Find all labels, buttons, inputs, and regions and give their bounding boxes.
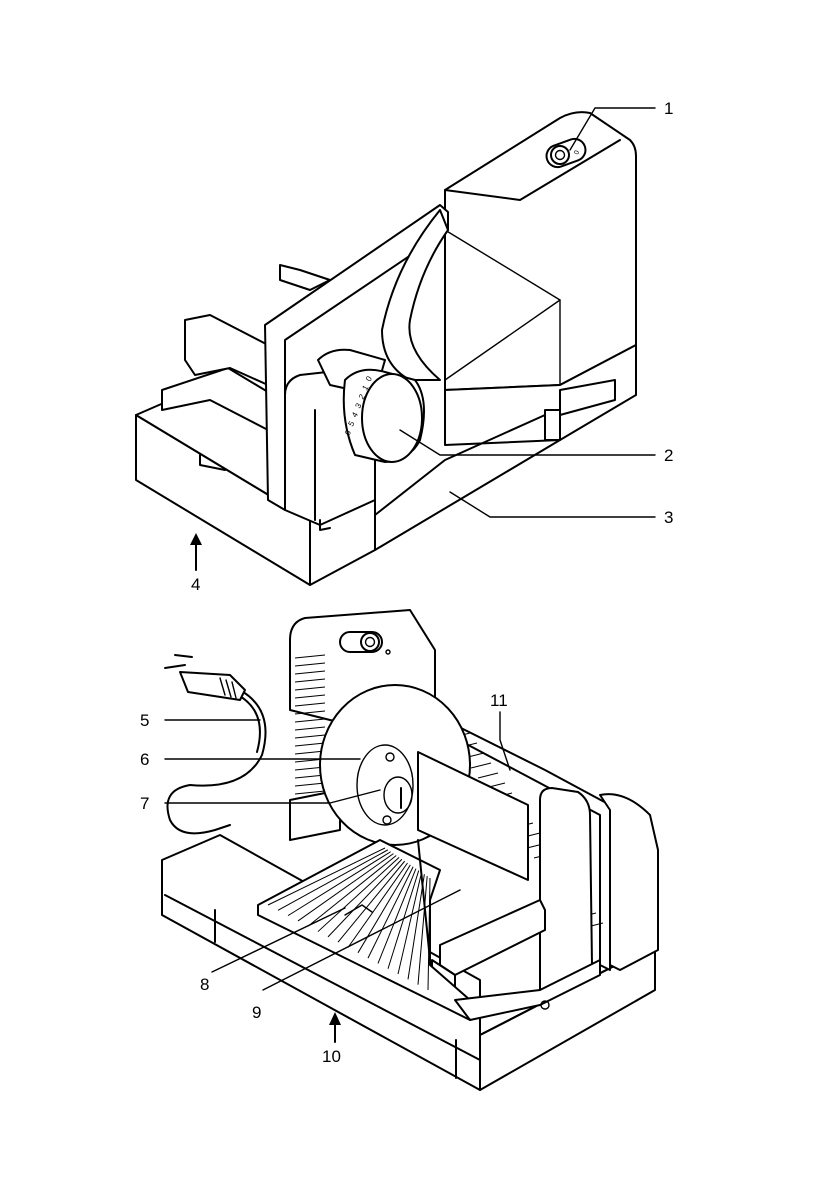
- callout-9: 9: [252, 1003, 261, 1022]
- motor-housing: [445, 112, 636, 445]
- callout-6: 6: [140, 750, 149, 769]
- callout-5: 5: [140, 711, 149, 730]
- callout-4: 4: [191, 575, 200, 594]
- slicer-front-view: 0: [136, 99, 673, 594]
- callout-2: 2: [664, 446, 673, 465]
- callout-8: 8: [200, 975, 209, 994]
- callout-3: 3: [664, 508, 673, 527]
- callout-1: 1: [664, 99, 673, 118]
- callout-10: 10: [322, 1047, 341, 1066]
- power-plug: [165, 655, 245, 700]
- end-piece-holder: [418, 752, 592, 1000]
- power-cord: [168, 690, 266, 833]
- callout-7: 7: [140, 794, 149, 813]
- callout-11: 11: [490, 691, 508, 710]
- slicer-rear-view: 5 6 7 8 9 10 11: [140, 610, 658, 1090]
